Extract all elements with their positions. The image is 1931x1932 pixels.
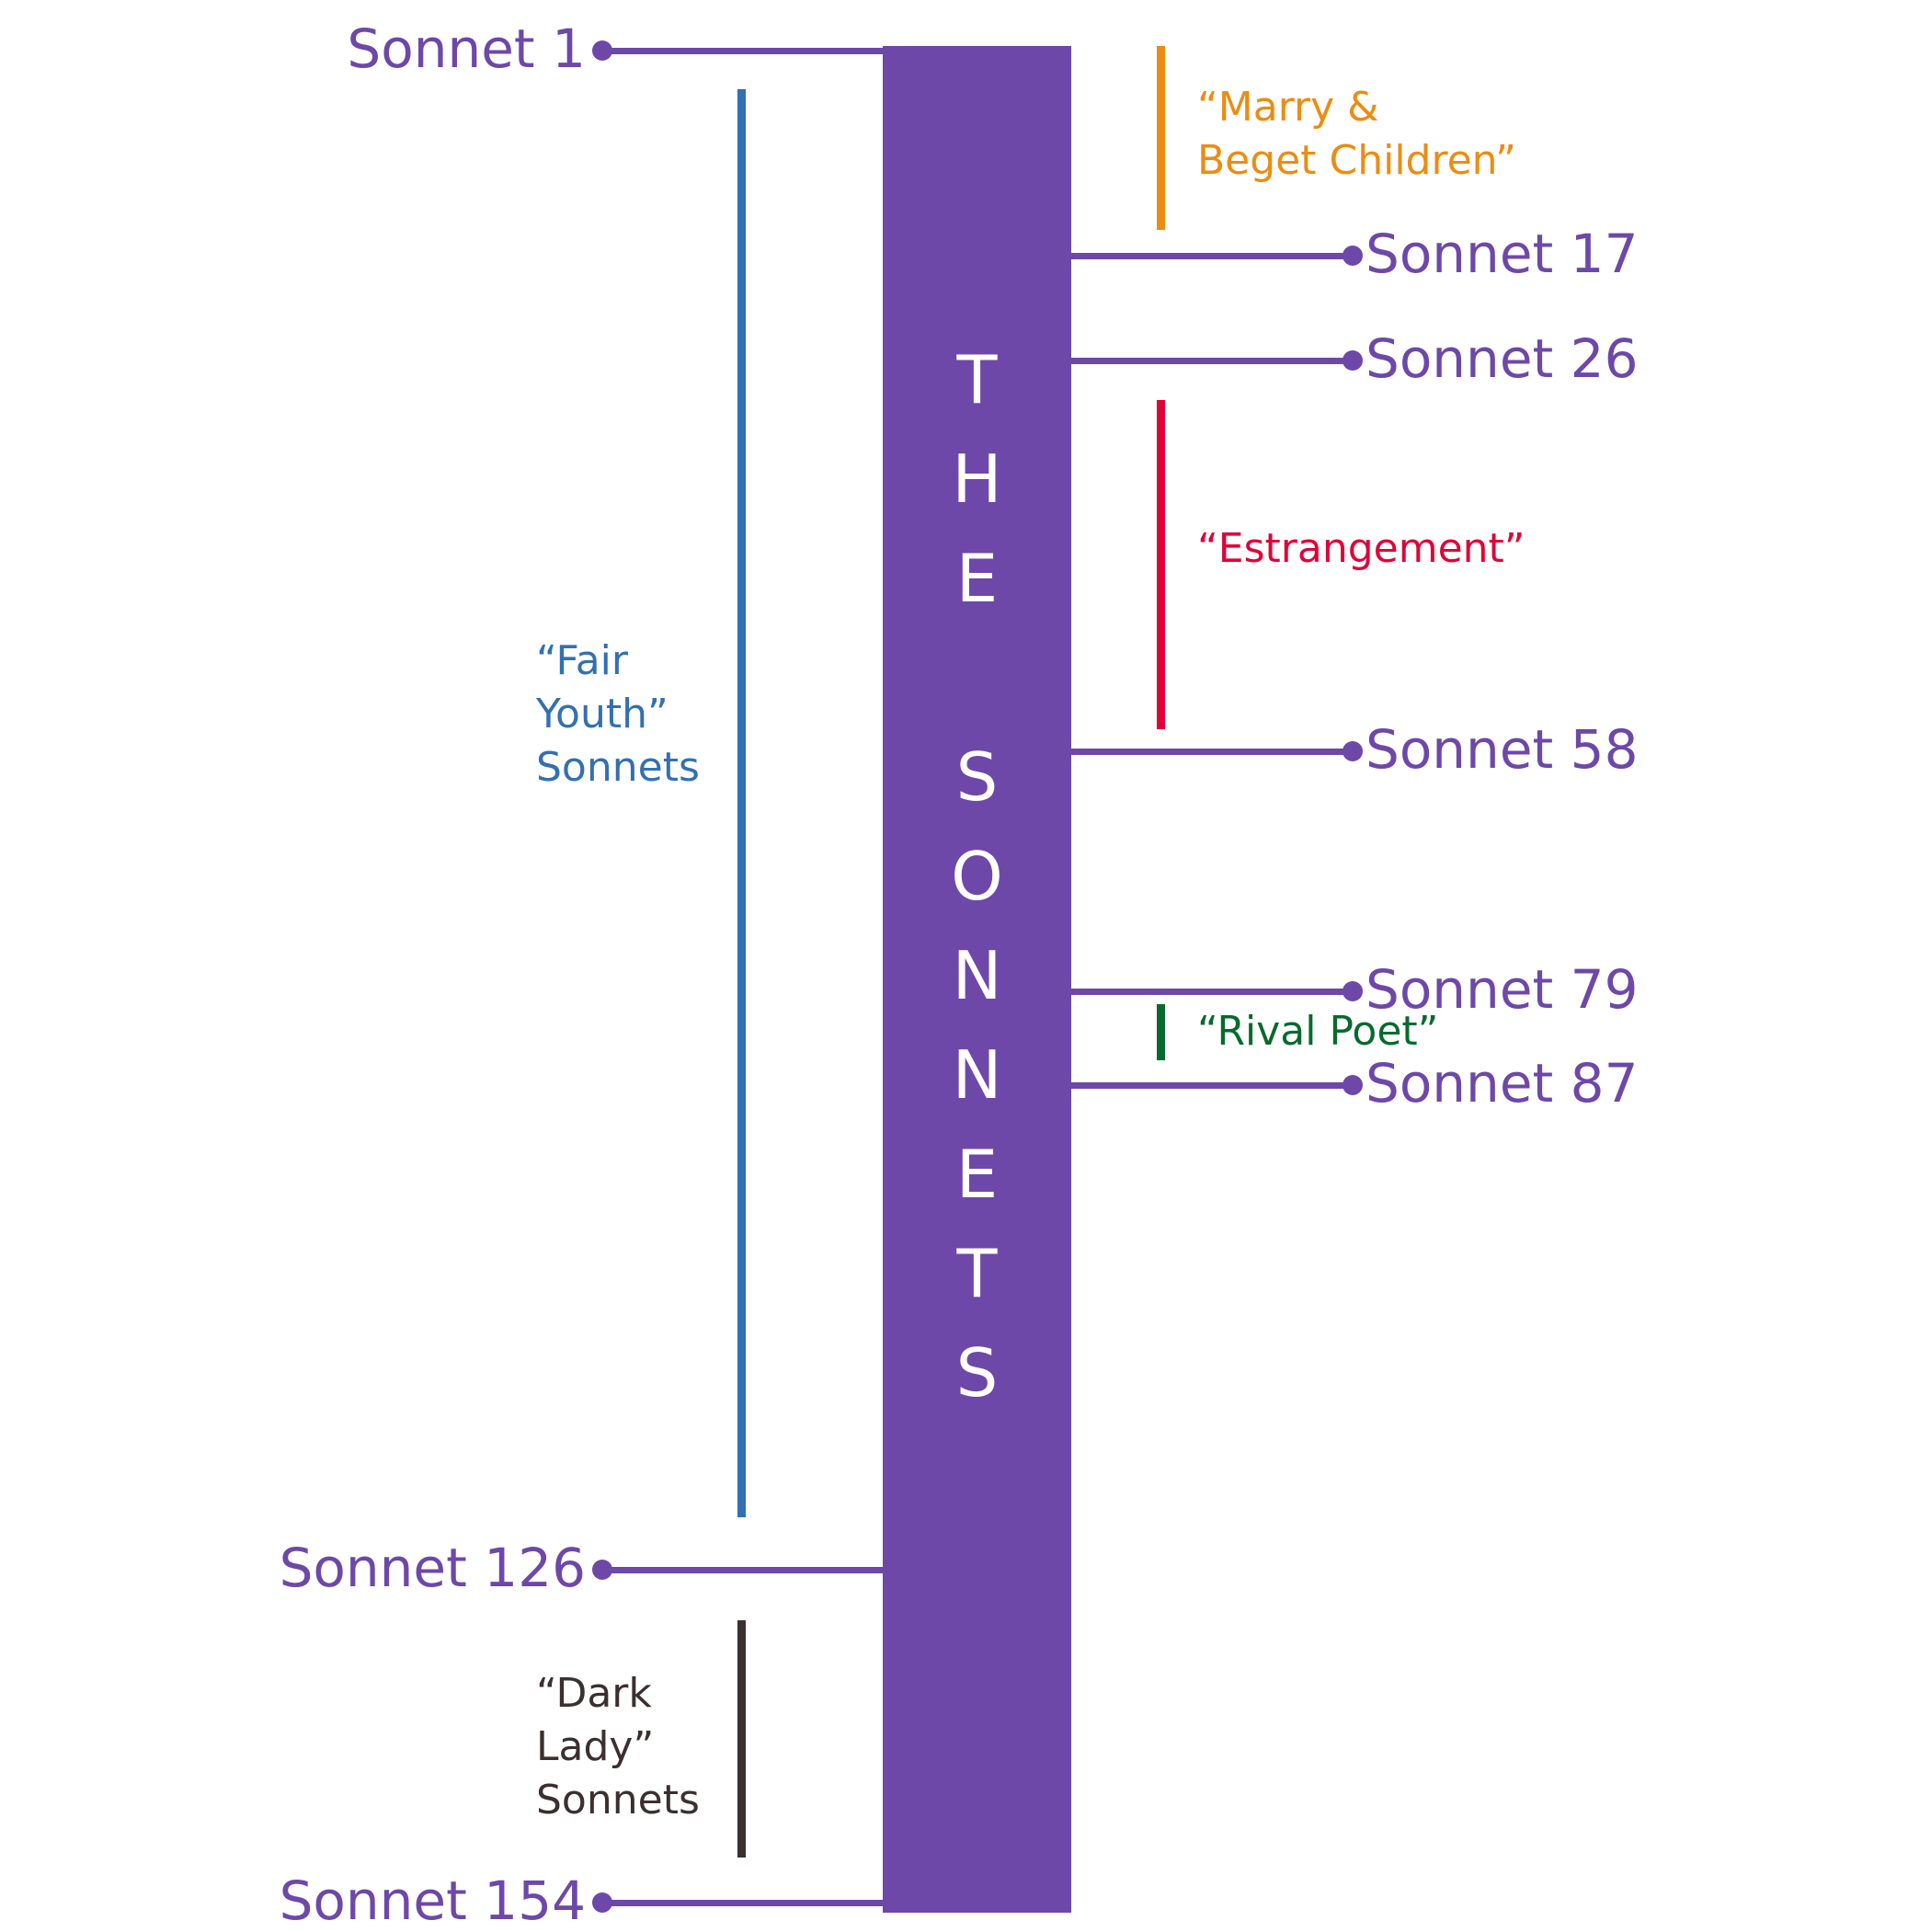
sonnet-58-dot: [1343, 741, 1363, 761]
sonnets-spine: THE SONNETS: [883, 46, 1071, 1913]
sonnet-17-label: Sonnet 17: [1365, 223, 1639, 285]
sonnet-126-connector: [602, 1567, 883, 1573]
sonnet-58-connector: [1071, 749, 1352, 755]
sonnet-26-dot: [1343, 350, 1363, 371]
sonnet-79-dot: [1343, 981, 1363, 1001]
sonnet-17-connector: [1071, 253, 1352, 259]
estrangement-label: “Estrangement”: [1197, 525, 1525, 572]
sonnet-126-label: Sonnet 126: [279, 1537, 586, 1599]
sonnet-79-connector: [1071, 989, 1352, 995]
sonnet-126-dot: [592, 1560, 612, 1580]
sonnet-154-label: Sonnet 154: [279, 1869, 586, 1932]
sonnet-1-dot: [592, 40, 612, 61]
rival-poet-label: “Rival Poet”: [1197, 1008, 1439, 1055]
sonnet-1-label: Sonnet 1: [347, 17, 586, 80]
sonnet-26-label: Sonnet 26: [1365, 327, 1639, 390]
sonnet-154-connector: [602, 1900, 883, 1906]
sonnet-58-label: Sonnet 58: [1365, 718, 1639, 781]
sonnet-1-connector: [602, 48, 883, 54]
sonnet-87-label: Sonnet 87: [1365, 1052, 1639, 1115]
estrangement-bracket: [1157, 400, 1165, 729]
dark-lady-label: “Dark Lady” Sonnets: [536, 1670, 700, 1823]
sonnet-26-connector: [1071, 358, 1352, 364]
rival-poet-bracket: [1157, 1004, 1165, 1060]
sonnet-87-dot: [1343, 1075, 1363, 1095]
dark-lady-bracket: [737, 1620, 746, 1858]
fair-youth-label: “Fair Youth” Sonnets: [536, 637, 700, 791]
marry-beget-children-label: “Marry & Beget Children”: [1197, 84, 1516, 184]
marry-beget-children-bracket: [1157, 46, 1165, 230]
sonnet-87-connector: [1071, 1082, 1352, 1089]
sonnet-154-dot: [592, 1892, 612, 1913]
sonnet-17-dot: [1343, 246, 1363, 266]
sonnet-79-label: Sonnet 79: [1365, 958, 1639, 1021]
spine-title: THE SONNETS: [938, 341, 1016, 1434]
fair-youth-bracket: [737, 89, 746, 1517]
